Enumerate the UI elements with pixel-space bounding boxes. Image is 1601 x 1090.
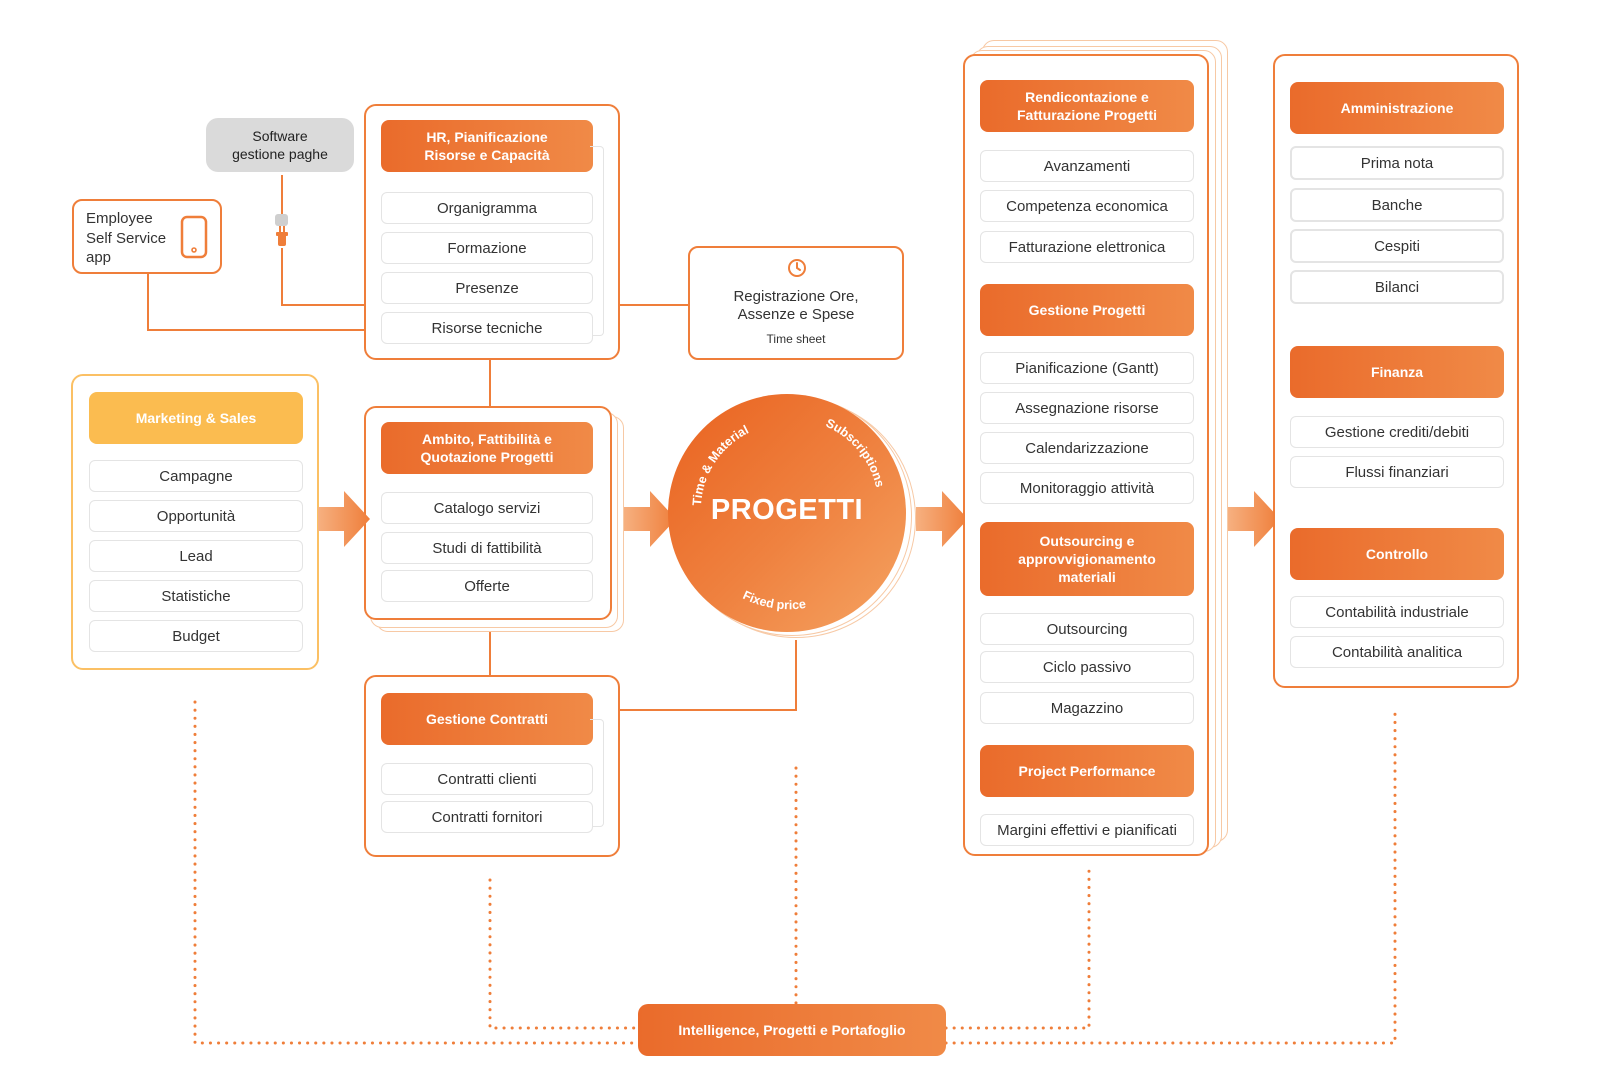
svg-text:Time & Material: Time & Material <box>690 423 751 507</box>
right-section-title-controllo: Controllo <box>1290 528 1504 580</box>
mid-section-title-outsourcing: Outsourcing e approvvigionamento materia… <box>980 522 1194 596</box>
mid-item-outsourcing[interactable]: Outsourcing <box>980 613 1194 645</box>
contratti-panel-title: Gestione Contratti <box>381 693 593 745</box>
mid-item-avanzamenti[interactable]: Avanzamenti <box>980 150 1194 182</box>
mid-item-magazzino[interactable]: Magazzino <box>980 692 1194 724</box>
ambito-item-catalogo[interactable]: Catalogo servizi <box>381 492 593 524</box>
arrow-right-icon <box>624 491 676 547</box>
gestione-panel: Rendicontazione e Fatturazione Progetti … <box>963 54 1209 856</box>
right-section-title-finanza: Finanza <box>1290 346 1504 398</box>
svg-text:Subscriptions: Subscriptions <box>824 416 887 489</box>
progetti-title: PROGETTI <box>710 494 864 526</box>
right-item-contabilita-industriale[interactable]: Contabilità industriale <box>1290 596 1504 628</box>
progetti-label-fixed: Fixed price <box>741 588 807 612</box>
svg-text:Fixed price: Fixed price <box>741 588 807 612</box>
marketing-panel: Marketing & Sales Campagne Opportunità L… <box>71 374 319 670</box>
mid-section-title-performance: Project Performance <box>980 745 1194 797</box>
mid-item-margini[interactable]: Margini effettivi e pianificati <box>980 814 1194 846</box>
mid-item-fatturazione[interactable]: Fatturazione elettronica <box>980 231 1194 263</box>
progetti-label-subscriptions: Subscriptions <box>824 416 887 489</box>
mid-item-competenza[interactable]: Competenza economica <box>980 190 1194 222</box>
right-item-banche[interactable]: Banche <box>1290 188 1504 222</box>
timesheet-box: Registrazione Ore, Assenze e Spese Time … <box>688 246 904 360</box>
progetti-label-tm: Time & Material <box>690 423 751 507</box>
right-section-title-amministrazione: Amministrazione <box>1290 82 1504 134</box>
marketing-item-budget[interactable]: Budget <box>89 620 303 652</box>
right-item-flussi[interactable]: Flussi finanziari <box>1290 456 1504 488</box>
contratti-panel: Gestione Contratti Contratti clienti Con… <box>364 675 620 857</box>
marketing-item-opportunita[interactable]: Opportunità <box>89 500 303 532</box>
ambito-item-offerte[interactable]: Offerte <box>381 570 593 602</box>
hr-item-risorse-tecniche[interactable]: Risorse tecniche <box>381 312 593 344</box>
hr-panel-title: HR, Pianificazione Risorse e Capacità <box>381 120 593 172</box>
clock-icon <box>788 259 806 277</box>
marketing-panel-title: Marketing & Sales <box>89 392 303 444</box>
mid-item-ciclo-passivo[interactable]: Ciclo passivo <box>980 651 1194 683</box>
mid-section-title-gestione-progetti: Gestione Progetti <box>980 284 1194 336</box>
right-item-contabilita-analitica[interactable]: Contabilità analitica <box>1290 636 1504 668</box>
arrow-right-icon <box>1228 491 1280 547</box>
intelligence-box[interactable]: Intelligence, Progetti e Portafoglio <box>638 1004 946 1056</box>
employee-app-box: Employee Self Service app <box>72 199 222 274</box>
plug-icon <box>275 214 288 246</box>
contratti-item-clienti[interactable]: Contratti clienti <box>381 763 593 795</box>
marketing-item-lead[interactable]: Lead <box>89 540 303 572</box>
smartphone-icon <box>180 215 208 259</box>
mid-item-calendarizzazione[interactable]: Calendarizzazione <box>980 432 1194 464</box>
employee-app-label: Employee Self Service app <box>86 210 167 266</box>
timesheet-title: Registrazione Ore, Assenze e Spese <box>733 288 859 323</box>
software-paghe-box: Software gestione paghe <box>206 118 354 172</box>
right-item-bilanci[interactable]: Bilanci <box>1290 270 1504 304</box>
right-item-crediti[interactable]: Gestione crediti/debiti <box>1290 416 1504 448</box>
marketing-item-statistiche[interactable]: Statistiche <box>89 580 303 612</box>
progetti-circle: PROGETTI Time & Material Subscriptions F… <box>668 394 906 632</box>
arrow-right-icon <box>318 491 370 547</box>
ambito-item-studi[interactable]: Studi di fattibilità <box>381 532 593 564</box>
timesheet-subtitle: Time sheet <box>766 332 826 346</box>
mid-item-assegnazione[interactable]: Assegnazione risorse <box>980 392 1194 424</box>
amministrazione-panel: Amministrazione Prima nota Banche Cespit… <box>1273 54 1519 688</box>
software-paghe-label: Software gestione paghe <box>232 127 328 162</box>
right-item-prima-nota[interactable]: Prima nota <box>1290 146 1504 180</box>
hr-item-organigramma[interactable]: Organigramma <box>381 192 593 224</box>
hr-item-presenze[interactable]: Presenze <box>381 272 593 304</box>
mid-item-monitoraggio[interactable]: Monitoraggio attività <box>980 472 1194 504</box>
marketing-item-campagne[interactable]: Campagne <box>89 460 303 492</box>
arrow-right-icon <box>916 491 968 547</box>
hr-item-formazione[interactable]: Formazione <box>381 232 593 264</box>
mid-item-gantt[interactable]: Pianificazione (Gantt) <box>980 352 1194 384</box>
mid-section-title-rendicontazione: Rendicontazione e Fatturazione Progetti <box>980 80 1194 132</box>
hr-panel: HR, Pianificazione Risorse e Capacità Or… <box>364 104 620 360</box>
ambito-panel: Ambito, Fattibilità e Quotazione Progett… <box>364 406 612 620</box>
right-item-cespiti[interactable]: Cespiti <box>1290 229 1504 263</box>
contratti-item-fornitori[interactable]: Contratti fornitori <box>381 801 593 833</box>
ambito-panel-title: Ambito, Fattibilità e Quotazione Progett… <box>381 422 593 474</box>
